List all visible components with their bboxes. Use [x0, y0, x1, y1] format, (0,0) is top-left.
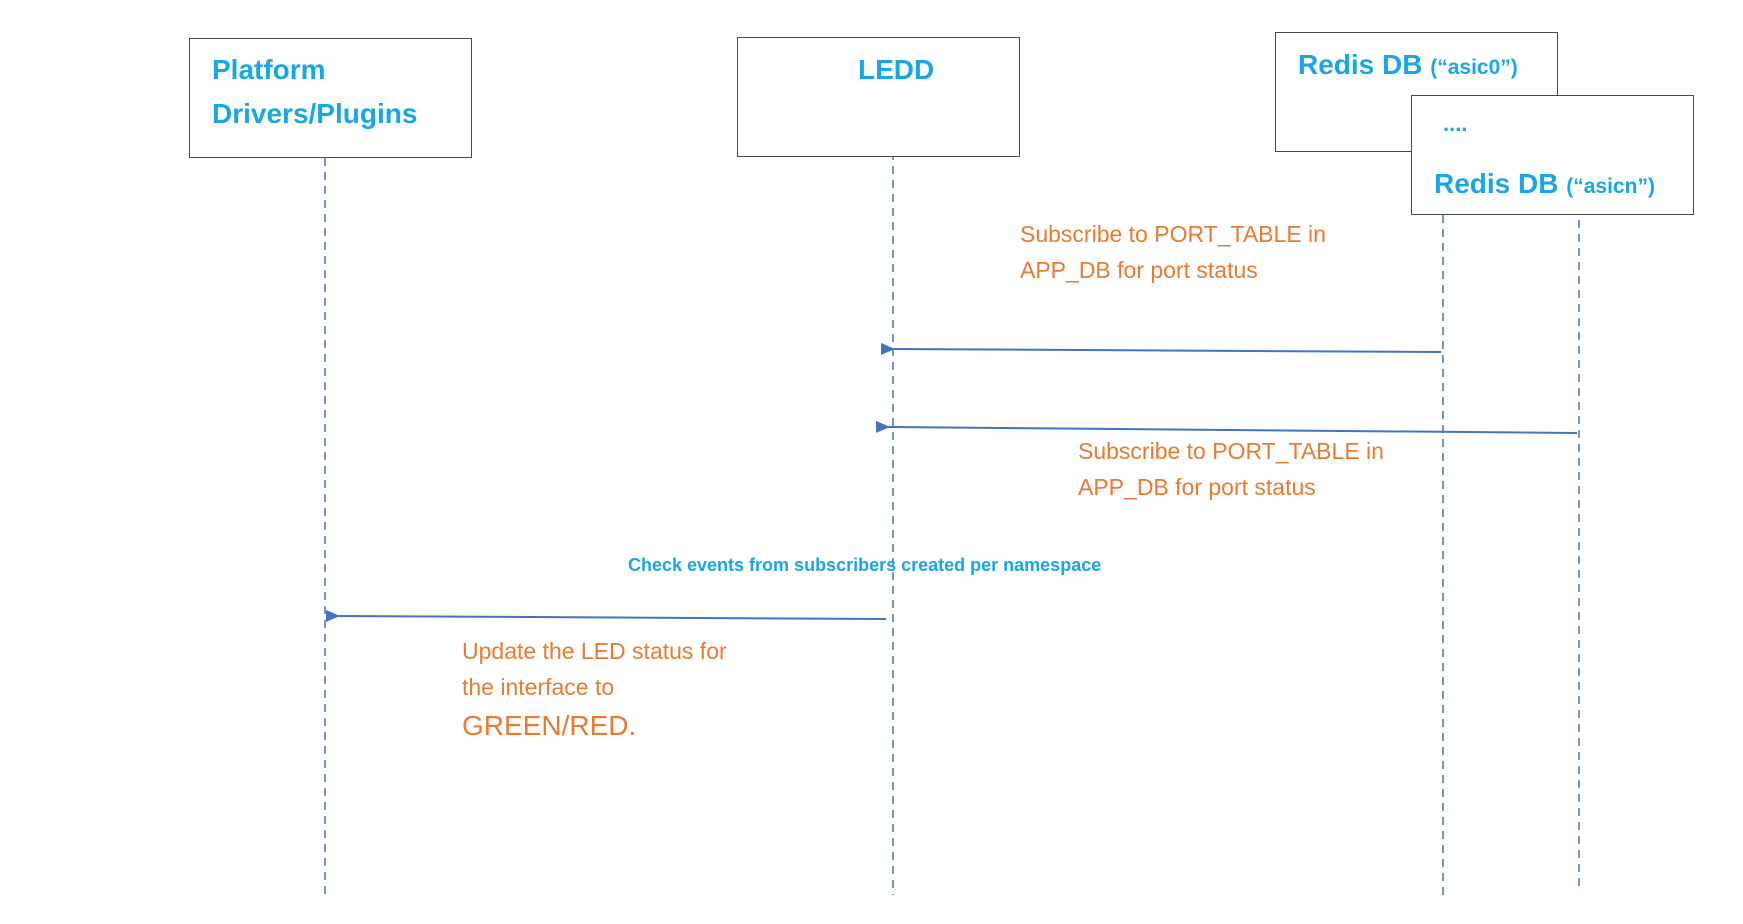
subscribe-message-asic0-line2: APP_DB for port status	[1020, 257, 1258, 283]
platform-box	[189, 38, 472, 158]
redis-asicn-namespace: (“asicn”)	[1566, 175, 1655, 198]
redis-asic0-label: Redis DB	[1298, 49, 1423, 80]
platform-title-line2: Drivers/Plugins	[212, 98, 418, 129]
update-led-message-line2: the interface to	[462, 674, 615, 700]
subscribe-message-asicn: Subscribe to PORT_TABLE in APP_DB for po…	[1078, 433, 1384, 505]
platform-title: Platform Drivers/Plugins	[212, 48, 417, 136]
redis-asicn-box	[1411, 95, 1694, 215]
ledd-box	[737, 37, 1020, 157]
subscribe-message-asic0-line1: Subscribe to PORT_TABLE in	[1020, 221, 1326, 247]
ledd-title: LEDD	[858, 54, 935, 85]
arrow-subscribe-asicn	[875, 420, 1578, 434]
subscribe-message-asicn-line2: APP_DB for port status	[1078, 474, 1316, 500]
arrow-subscribe-asic0	[880, 342, 1442, 355]
arrow-update-led	[325, 609, 887, 622]
check-events-note: Check events from subscribers created pe…	[628, 555, 1102, 575]
platform-title-line1: Platform	[212, 54, 326, 85]
redis-asic0-namespace: (“asic0”)	[1430, 56, 1518, 79]
redis-asicn-label: Redis DB	[1434, 168, 1559, 199]
ellipsis: ....	[1443, 111, 1468, 136]
update-led-message-line1: Update the LED status for	[462, 638, 727, 664]
update-led-message: Update the LED status for the interface …	[462, 633, 727, 747]
subscribe-message-asic0: Subscribe to PORT_TABLE in APP_DB for po…	[1020, 216, 1326, 288]
redis-asicn-title: Redis DB (“asicn”)	[1434, 162, 1655, 209]
redis-asic0-title: Redis DB (“asic0”)	[1298, 43, 1518, 90]
subscribe-message-asicn-line1: Subscribe to PORT_TABLE in	[1078, 438, 1384, 464]
update-led-message-line3: GREEN/RED.	[462, 710, 637, 741]
